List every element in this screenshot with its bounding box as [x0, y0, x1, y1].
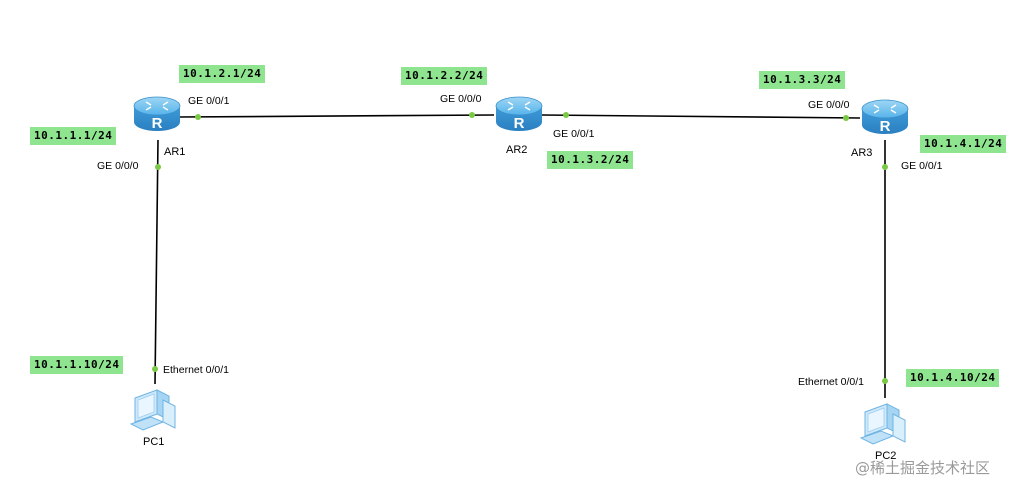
port-dot-ar3-ge001 [882, 164, 888, 170]
port-dot-ar1-ge000 [155, 164, 161, 170]
router-ar2-icon[interactable] [495, 96, 543, 133]
watermark-text: @稀土掘金技术社区 [855, 459, 991, 477]
link-ar1-ar2 [177, 114, 495, 118]
ip-label-ar1-ge000: 10.1.1.1/24 [30, 127, 117, 145]
ip-label-ar1-ge001: 10.1.2.1/24 [179, 65, 266, 83]
ip-label-pc2: 10.1.4.10/24 [906, 369, 1000, 387]
device-name-pc2: PC2 [875, 450, 897, 462]
ip-label-pc1: 10.1.1.10/24 [30, 356, 124, 374]
pc1-icon[interactable] [130, 389, 176, 431]
port-label-ar3-ge000: GE 0/0/0 [808, 99, 850, 111]
device-name-pc1: PC1 [143, 436, 165, 448]
port-label-ar3-ge001: GE 0/0/1 [901, 160, 943, 172]
port-dot-ar2-ge000 [469, 112, 475, 118]
port-dot-pc2-eth [882, 378, 888, 384]
port-dot-ar1-ge001 [195, 114, 201, 120]
port-dot-pc1-eth [152, 366, 158, 372]
ip-label-ar2-ge001: 10.1.3.2/24 [547, 151, 634, 169]
port-label-ar2-ge000: GE 0/0/0 [440, 93, 482, 105]
port-dot-ar3-ge000 [843, 115, 849, 121]
port-label-pc2-eth: Ethernet 0/0/1 [798, 376, 864, 388]
device-name-ar3: AR3 [851, 147, 873, 159]
port-dot-ar2-ge001 [563, 112, 569, 118]
link-ar2-ar3 [541, 114, 861, 119]
port-label-pc1-eth: Ethernet 0/0/1 [163, 364, 229, 376]
router-ar1-icon[interactable] [133, 96, 181, 133]
device-name-ar1: AR1 [164, 146, 186, 158]
ip-label-ar2-ge000: 10.1.2.2/24 [401, 67, 488, 85]
port-label-ar1-ge001: GE 0/0/1 [188, 95, 230, 107]
pc2-icon[interactable] [860, 403, 906, 445]
ip-label-ar3-ge000: 10.1.3.3/24 [759, 71, 846, 89]
ip-label-ar3-ge001: 10.1.4.1/24 [920, 135, 1007, 153]
port-label-ar1-ge000: GE 0/0/0 [97, 160, 139, 172]
device-name-ar2: AR2 [506, 144, 528, 156]
port-label-ar2-ge001: GE 0/0/1 [553, 128, 595, 140]
link-ar1-pc1 [154, 139, 159, 385]
router-ar3-icon[interactable] [861, 99, 909, 136]
